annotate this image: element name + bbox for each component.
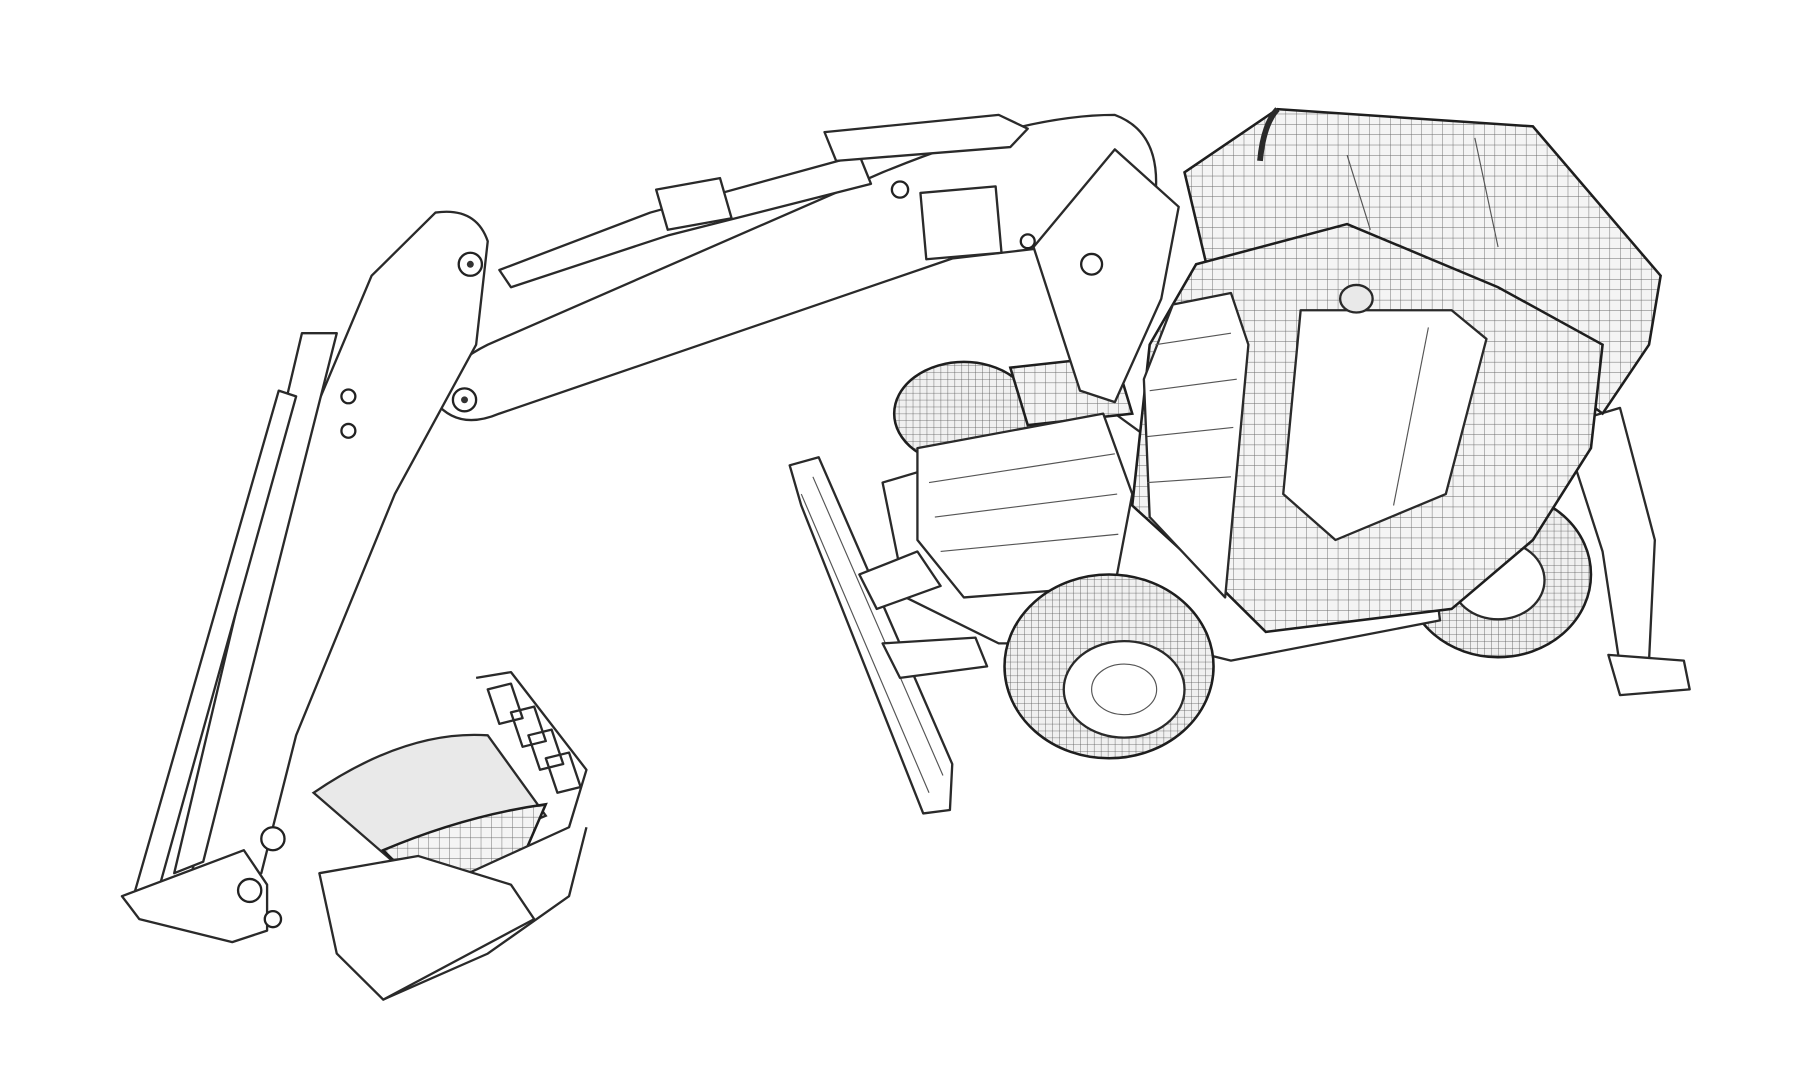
boom-arm bbox=[434, 113, 1180, 422]
boom-plate bbox=[919, 185, 1003, 261]
dozer-blade bbox=[788, 456, 989, 815]
beacon-light bbox=[1338, 283, 1374, 314]
bucket bbox=[311, 670, 588, 1001]
stick-arm bbox=[120, 210, 489, 944]
operator-cab bbox=[1130, 107, 1604, 634]
front-wheel bbox=[1003, 573, 1215, 760]
stabilizer-leg bbox=[1560, 406, 1691, 697]
